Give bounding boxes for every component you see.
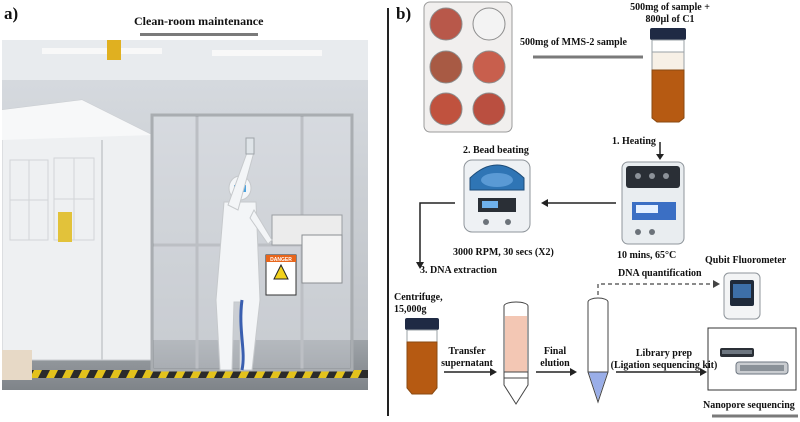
sample-label: 500mg of MMS-2 sample	[520, 37, 627, 48]
nanopore-sequencer	[707, 327, 797, 391]
ceiling-light	[212, 50, 322, 56]
library-prep-line1: Library prep	[635, 348, 693, 359]
tube-label-line2: 800µl of C1	[645, 14, 695, 25]
clean-room-illustration: DANGER	[2, 40, 368, 390]
heating-block	[621, 161, 685, 245]
ceiling-light	[42, 48, 162, 54]
hazard-tape	[2, 370, 368, 378]
cable	[239, 299, 245, 371]
arrow-head	[713, 280, 720, 288]
yellow-container	[58, 212, 72, 242]
transfer-tube	[503, 301, 529, 405]
heating-parameters: 10 mins, 65°C	[617, 250, 677, 261]
arrow-head	[656, 154, 664, 160]
clean-room-photo: DANGER	[2, 40, 368, 390]
centrifuge-label-line2: 15,000g	[394, 304, 427, 315]
c1-tube	[650, 28, 686, 123]
panel-a-letter: a)	[4, 4, 19, 23]
dna-quantification-label: DNA quantification	[618, 268, 702, 279]
step-dna-extraction: 3. DNA extraction	[420, 265, 497, 276]
centrifuge-label-line1: Centrifuge,	[394, 292, 443, 303]
chair	[2, 350, 32, 380]
nanopore-label: Nanopore sequencing	[703, 400, 795, 411]
arrow-head	[570, 368, 577, 376]
final-elution-line1: Final	[543, 346, 567, 357]
step-heating: 1. Heating	[612, 136, 656, 147]
arrow-head	[490, 368, 497, 376]
library-prep-line2: (Ligation sequencing kit)	[610, 360, 718, 371]
warning-sign-header	[266, 255, 296, 262]
dna-quant-arrow	[597, 283, 713, 295]
transfer-label-line1: Transfer	[448, 346, 486, 357]
warning-sign-text: DANGER	[270, 257, 292, 263]
panel-b-letter: b)	[396, 4, 412, 23]
arrow-head	[700, 368, 707, 376]
elution-tube	[587, 297, 609, 404]
transfer-label-line2: supernatant	[441, 358, 493, 369]
arrow-to-dna-extraction	[419, 202, 455, 262]
equipment-box	[301, 234, 343, 284]
sample-plate	[423, 1, 513, 133]
centrifuge-tube	[405, 318, 439, 395]
hazard-stripes	[2, 370, 362, 378]
hanging-device	[107, 40, 121, 60]
warning-triangle-icon	[273, 263, 289, 280]
tent-windows	[9, 157, 95, 241]
ceiling	[2, 40, 368, 80]
bead-beater	[463, 159, 531, 233]
tube-label-line1: 500mg of sample +	[630, 2, 710, 13]
panel-a-title: Clean-room maintenance	[134, 14, 264, 28]
bead-beating-parameters: 3000 RPM, 30 secs (X2)	[453, 247, 554, 258]
arrow-head	[416, 262, 424, 269]
tent-roof	[2, 100, 152, 140]
final-elution-line2: elution	[540, 358, 570, 369]
panel-divider	[387, 8, 389, 416]
person-in-suit	[215, 137, 273, 371]
qubit-fluorometer	[723, 272, 761, 320]
panel-a-title-underline	[140, 33, 258, 36]
qubit-label: Qubit Fluorometer	[705, 255, 787, 266]
step-bead-beating: 2. Bead beating	[463, 145, 529, 156]
arrow-head	[541, 199, 548, 207]
